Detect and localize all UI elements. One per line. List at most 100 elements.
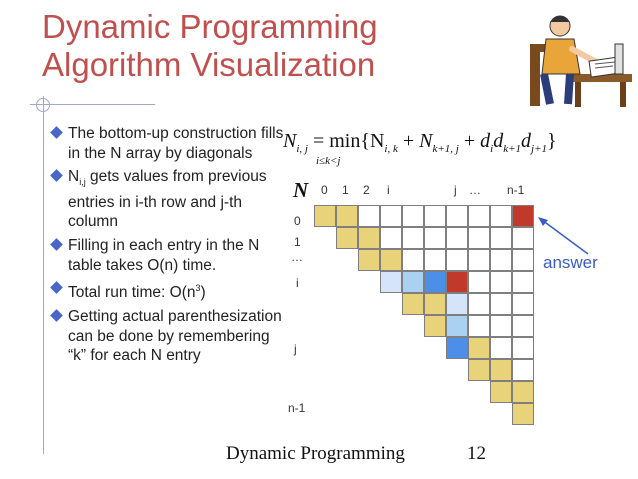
formula-d-sub: k+1 — [503, 143, 522, 155]
table-cell — [424, 227, 446, 249]
table-cell-diagonal — [468, 359, 490, 381]
table-cell — [402, 227, 424, 249]
table-cell — [402, 205, 424, 227]
table-cell — [336, 205, 358, 227]
diamond-bullet-icon — [50, 309, 63, 322]
table-cell-diagonal — [358, 249, 380, 271]
table-cell — [402, 249, 424, 271]
table-cell-diagonal — [314, 205, 336, 227]
bullet-text-end: ) — [200, 284, 206, 302]
table-cell — [468, 205, 490, 227]
table-cell — [424, 271, 446, 293]
formula-t1-sub: i, k — [384, 143, 398, 155]
table-cell — [512, 293, 534, 315]
table-cell — [446, 293, 468, 315]
table-cell — [380, 249, 402, 271]
table-cell — [380, 227, 402, 249]
table-cell — [468, 249, 490, 271]
col-label: j — [454, 183, 457, 197]
bullet-list: The bottom-up construction fills in the … — [50, 124, 290, 370]
table-cell — [490, 337, 512, 359]
col-label: 0 — [321, 183, 328, 197]
formula-d: d — [480, 130, 491, 152]
bullet-text: Filling in each entry in the N table tak… — [68, 237, 260, 274]
table-cell — [512, 249, 534, 271]
table-cell — [512, 359, 534, 381]
title-line-1: Dynamic Programming — [42, 8, 378, 45]
table-cell-diagonal — [424, 315, 446, 337]
table-cell — [358, 227, 380, 249]
bullet-item: The bottom-up construction fills in the … — [50, 124, 290, 163]
row-label: i — [296, 276, 299, 290]
bullet-item: Total run time: O(n3) — [50, 279, 290, 303]
formula-underset: i≤k<j — [316, 155, 341, 167]
row-label: n-1 — [288, 401, 306, 415]
recurrence-formula: Ni, j = min{Ni, k + Nk+1, j + didk+1dj+1… — [283, 130, 557, 155]
arrow-icon — [538, 217, 589, 255]
bullet-item: Ni,j gets values from previous entries i… — [50, 167, 290, 232]
n-table-grid — [314, 205, 534, 425]
table-cell — [512, 205, 534, 227]
formula-min: min — [329, 130, 361, 152]
bullet-text: Total run time: O(n — [68, 284, 196, 302]
col-label: 2 — [363, 183, 370, 197]
col-label: n-1 — [507, 183, 525, 197]
table-cell — [512, 381, 534, 403]
table-cell-diagonal — [402, 293, 424, 315]
bullet-text: The bottom-up construction fills in the … — [68, 125, 284, 162]
table-cell — [512, 227, 534, 249]
table-cell-diagonal — [336, 227, 358, 249]
formula-lhs-sub: i, j — [296, 143, 308, 155]
col-label: i — [387, 183, 390, 197]
bullet-text: gets values from previous entries in i-t… — [68, 168, 267, 231]
formula-d: d — [493, 130, 504, 152]
table-cell — [380, 205, 402, 227]
divider-horizontal — [30, 104, 155, 105]
formula-close: } — [547, 130, 557, 152]
table-cell — [380, 271, 402, 293]
table-cell — [468, 293, 490, 315]
divider-circle — [36, 98, 50, 112]
table-cell-diagonal — [512, 403, 534, 425]
row-label: 1 — [294, 235, 301, 249]
table-cell — [512, 271, 534, 293]
diamond-bullet-icon — [50, 169, 63, 183]
table-cell — [446, 271, 468, 293]
formula-d: d — [521, 130, 532, 152]
formula-d-sub: j+1 — [531, 143, 548, 155]
table-cell — [446, 315, 468, 337]
diamond-bullet-icon — [50, 126, 63, 139]
table-cell-diagonal — [490, 381, 512, 403]
bullet-item: Filling in each entry in the N table tak… — [50, 236, 290, 275]
bullet-text: Getting actual parenthesization can be d… — [68, 308, 282, 365]
table-cell — [512, 315, 534, 337]
table-cell — [490, 315, 512, 337]
formula-plus: + — [463, 130, 476, 152]
table-cell — [490, 249, 512, 271]
table-cell — [402, 271, 424, 293]
table-cell — [424, 249, 446, 271]
formula-lhs: N — [283, 130, 297, 152]
formula-d-sub: i — [490, 143, 494, 155]
bullet-item: Getting actual parenthesization can be d… — [50, 307, 290, 366]
formula-open: {N — [360, 130, 385, 152]
matrix-name: N — [293, 178, 309, 202]
formula-equals: = — [312, 130, 325, 152]
bullet-text-n: N — [68, 168, 80, 186]
divider-vertical — [43, 96, 44, 454]
table-cell — [446, 227, 468, 249]
table-cell — [446, 337, 468, 359]
formula-plus: + — [402, 130, 415, 152]
col-label: … — [469, 183, 481, 197]
row-label: j — [294, 342, 297, 356]
bullet-superscript: 3 — [195, 283, 201, 294]
col-label: 1 — [342, 183, 349, 197]
footer-text: Dynamic Programming — [226, 443, 405, 464]
table-cell — [424, 205, 446, 227]
table-cell — [490, 227, 512, 249]
table-cell — [490, 359, 512, 381]
slide-title: Dynamic Programming Algorithm Visualizat… — [42, 8, 378, 84]
diamond-bullet-icon — [50, 281, 63, 295]
row-label: 0 — [294, 214, 301, 228]
table-cell — [490, 271, 512, 293]
